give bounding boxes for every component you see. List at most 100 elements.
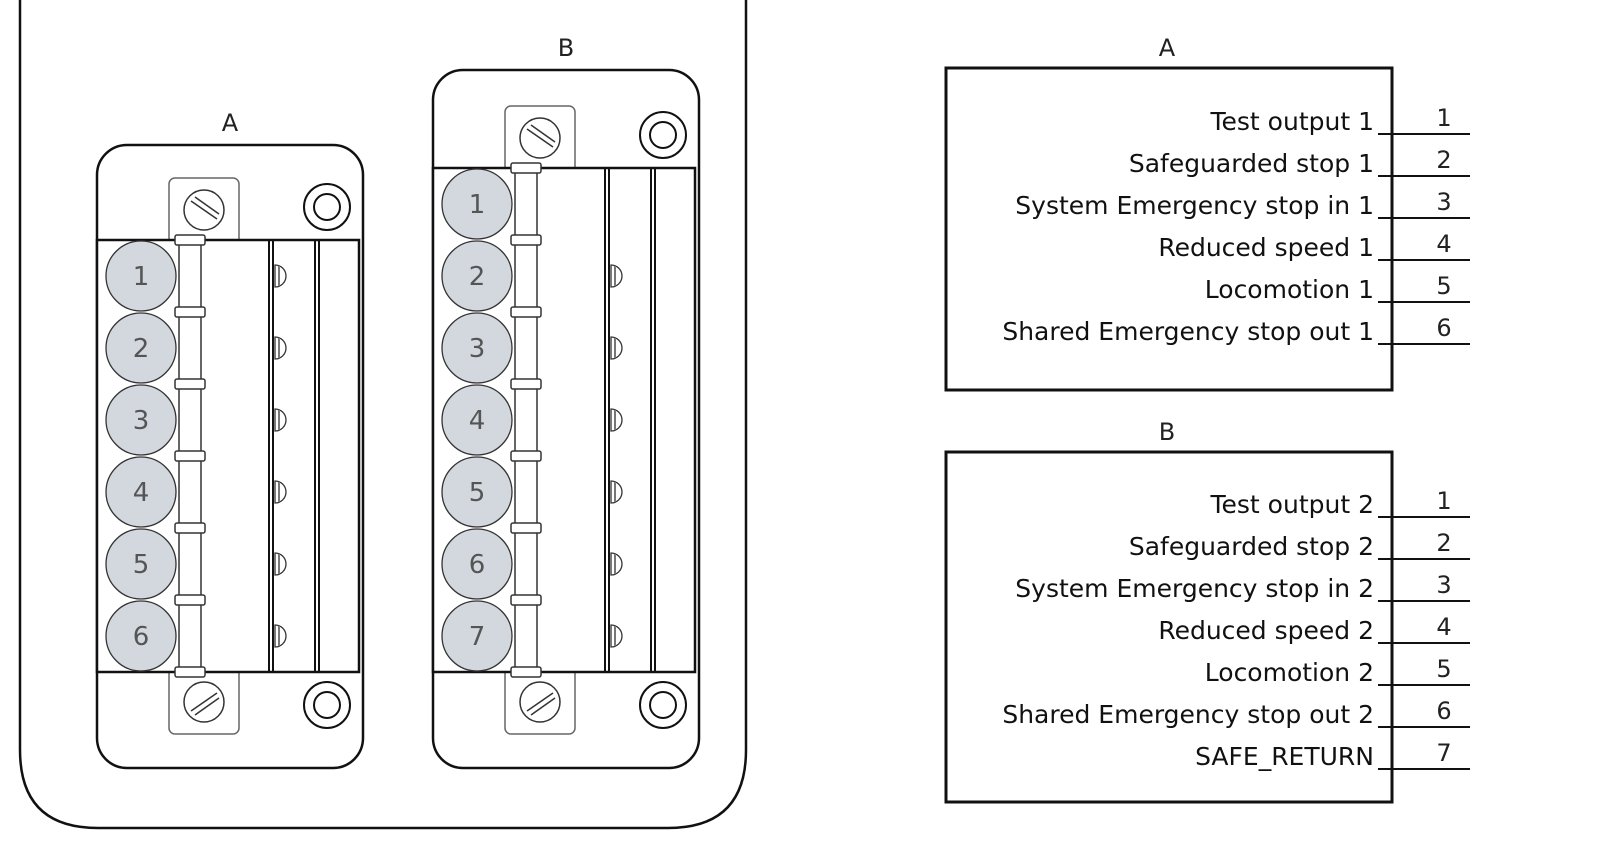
signal-pin-number: 2: [1436, 146, 1451, 174]
pin-number: 2: [469, 262, 486, 292]
pin-circle: [105, 600, 177, 672]
signal-name: Safeguarded stop 2: [1129, 532, 1374, 561]
signal-name: Safeguarded stop 1: [1129, 149, 1374, 178]
screw-slot: [530, 697, 556, 716]
pin-circle: [105, 384, 177, 456]
rail-clip: [510, 162, 542, 174]
signal-pin-number: 4: [1436, 230, 1451, 258]
rail-clip: [510, 666, 542, 678]
signal-row: Shared Emergency stop out 1 6: [1002, 314, 1470, 346]
indicator-icon: [274, 336, 287, 360]
rail-clip: [510, 378, 542, 390]
mounting-hole-inner: [313, 691, 341, 719]
signal-pin-number: 6: [1436, 314, 1451, 342]
schematic-label: A: [1159, 34, 1176, 62]
signal-row: Reduced speed 1 4: [1158, 230, 1470, 262]
indicator-icon: [274, 408, 287, 432]
pin-number: 1: [133, 262, 150, 292]
indicator-icon: [274, 552, 287, 576]
pin-number: 5: [133, 550, 150, 580]
mounting-hole-icon: [303, 681, 351, 729]
pin-circle: [441, 312, 513, 384]
mounting-hole-icon: [639, 681, 687, 729]
pin-number: 4: [133, 478, 150, 508]
signal-pin-number: 5: [1436, 272, 1451, 300]
signal-name: Shared Emergency stop out 2: [1002, 700, 1374, 729]
schematic-box: [944, 450, 1394, 804]
indicator-dome: [274, 480, 287, 504]
signal-pin-number: 1: [1436, 487, 1451, 515]
pin-circle: [441, 384, 513, 456]
pin-circle: [105, 240, 177, 312]
signal-name: Locomotion 1: [1205, 275, 1374, 304]
rail-clip: [174, 378, 206, 390]
indicator-icon: [610, 336, 623, 360]
signal-name: SAFE_RETURN: [1195, 742, 1374, 771]
terminal-pin: 5: [441, 456, 623, 528]
schematic-label: B: [1159, 418, 1175, 446]
signal-name: Test output 2: [1210, 490, 1375, 519]
pin-circle: [441, 600, 513, 672]
rail-clip: [510, 306, 542, 318]
signal-name: System Emergency stop in 1: [1015, 191, 1374, 220]
indicator-dome: [610, 336, 623, 360]
terminal-pin: 1: [441, 168, 513, 240]
terminal-pin: 6: [441, 528, 623, 600]
indicator-dome: [610, 480, 623, 504]
signal-pin-number: 4: [1436, 613, 1451, 641]
indicator-icon: [610, 552, 623, 576]
terminal-pin: 6: [105, 600, 287, 672]
mounting-hole-inner: [649, 121, 677, 149]
pin-circle: [105, 456, 177, 528]
indicator-icon: [610, 264, 623, 288]
signal-row: Shared Emergency stop out 2 6: [1002, 697, 1470, 729]
indicator-icon: [610, 408, 623, 432]
indicator-dome: [610, 264, 623, 288]
screw-slot: [194, 697, 220, 716]
indicator-dome: [610, 624, 623, 648]
mounting-hole-inner: [649, 691, 677, 719]
screw-slot: [526, 128, 554, 148]
signal-row: Safeguarded stop 1 2: [1129, 146, 1470, 178]
terminal-pin: 2: [105, 312, 287, 384]
pin-number: 3: [133, 406, 150, 436]
rail-clip: [510, 450, 542, 462]
signal-pin-number: 6: [1436, 697, 1451, 725]
pin-circle: [105, 312, 177, 384]
signal-name: Shared Emergency stop out 1: [1002, 317, 1374, 346]
signal-row: Locomotion 1 5: [1205, 272, 1470, 304]
indicator-icon: [274, 480, 287, 504]
screw-slot: [194, 196, 220, 215]
pin-circle: [441, 240, 513, 312]
signal-name: Reduced speed 1: [1158, 233, 1374, 262]
enclosure-outline: [18, 0, 748, 830]
pin-number: 4: [469, 406, 486, 436]
pin-circle: [105, 528, 177, 600]
pin-number: 6: [469, 550, 486, 580]
pin-circle: [441, 528, 513, 600]
screw-slot: [190, 200, 218, 220]
schematic-box: [944, 66, 1394, 392]
indicator-dome: [274, 408, 287, 432]
pin-circle: [441, 456, 513, 528]
mounting-hole-icon: [303, 183, 351, 231]
screw-slot: [190, 692, 218, 712]
terminal-pin: 3: [105, 384, 287, 456]
indicator-dome: [610, 552, 623, 576]
terminal-pin: 4: [105, 456, 287, 528]
rail-clip: [174, 306, 206, 318]
slotted-screw-icon: [519, 117, 561, 159]
indicator-dome: [274, 336, 287, 360]
terminal-pin: 2: [441, 240, 623, 312]
rail-clip: [510, 234, 542, 246]
terminal-pin: 4: [441, 384, 623, 456]
pin-number: 2: [133, 334, 150, 364]
